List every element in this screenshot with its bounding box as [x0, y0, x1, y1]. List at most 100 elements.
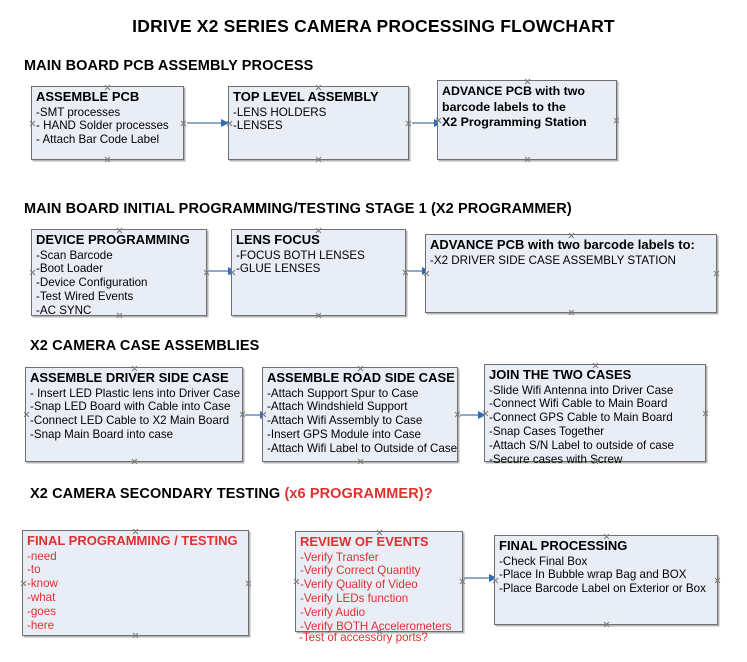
- node-line: X2 Programming Station: [442, 115, 587, 130]
- connector-handle-bottom[interactable]: [315, 156, 322, 163]
- node-line: -SMT processes: [36, 105, 121, 119]
- node-line: -Attach Wifi Assembly to Case: [267, 414, 423, 428]
- node-line: -Verify LEDs function: [300, 592, 409, 606]
- section-heading-x2-camera-case-assemblies: X2 CAMERA CASE ASSEMBLIES: [30, 338, 259, 354]
- section-heading-main-board-initial-programming: MAIN BOARD INITIAL PROGRAMMING/TESTING S…: [24, 201, 572, 217]
- connector-handle-bottom[interactable]: [568, 309, 575, 316]
- node-line: -Attach Support Spur to Case: [267, 386, 419, 400]
- connector-shaft: [460, 414, 480, 416]
- node-body: JOIN THE TWO CASES -Slide Wifi Antenna i…: [485, 365, 705, 469]
- node-body: FINAL PROCESSING -Check Final Box -Place…: [495, 536, 717, 598]
- node-line: -Device Configuration: [36, 276, 148, 290]
- node-body: TOP LEVEL ASSEMBLY -LENS HOLDERS -LENSES: [229, 87, 408, 135]
- node-line: -Connect Wifi Cable to Main Board: [489, 397, 668, 411]
- node-title: ASSEMBLE PCB: [36, 89, 140, 104]
- node-line: -Place In Bubble wrap Bag and BOX: [499, 568, 687, 582]
- node-line: -Insert GPS Module into Case: [267, 428, 422, 442]
- node-line: - HAND Solder processes: [36, 119, 169, 133]
- node-title: DEVICE PROGRAMMING: [36, 232, 190, 247]
- connector-shaft: [187, 122, 223, 124]
- node-body: ASSEMBLE DRIVER SIDE CASE - Insert LED P…: [26, 368, 242, 444]
- section-heading-text: X2 CAMERA SECONDARY TESTING: [30, 486, 285, 502]
- connector-shaft: [408, 270, 424, 272]
- section-heading-text: X2 CAMERA CASE ASSEMBLIES: [30, 338, 260, 354]
- connector-assemble-pcb-to-top-level-assembly: [187, 118, 231, 128]
- node-line: -Boot Loader: [36, 262, 104, 276]
- connector-handle-right[interactable]: [713, 270, 720, 277]
- node-line: -FOCUS BOTH LENSES: [236, 248, 365, 262]
- node-advance-pcb-driver-side-case[interactable]: ADVANCE PCB with two barcode labels to: …: [425, 234, 717, 313]
- node-line: barcode labels to the: [442, 99, 566, 114]
- node-title: ASSEMBLE DRIVER SIDE CASE: [30, 370, 229, 385]
- connector-shaft: [464, 577, 491, 579]
- node-line: -Verify Transfer: [300, 550, 379, 564]
- node-line: -what: [27, 591, 56, 605]
- node-body: DEVICE PROGRAMMING -Scan Barcode -Boot L…: [32, 230, 206, 320]
- section-heading-text: MAIN BOARD INITIAL PROGRAMMING/TESTING S…: [24, 201, 572, 217]
- node-final-processing[interactable]: FINAL PROCESSING -Check Final Box -Place…: [494, 535, 718, 625]
- node-body: ASSEMBLE ROAD SIDE CASE -Attach Support …: [263, 368, 457, 458]
- node-title: ASSEMBLE ROAD SIDE CASE: [267, 370, 455, 385]
- node-body: FINAL PROGRAMMING / TESTING -need -to -k…: [23, 531, 248, 635]
- node-line: -Attach Windshield Support: [267, 400, 408, 414]
- node-review-of-events[interactable]: REVIEW OF EVENTS -Verify Transfer -Verif…: [295, 531, 463, 634]
- node-line: -here: [27, 619, 55, 633]
- node-line: -LENSES: [233, 119, 283, 133]
- connector-handle-bottom[interactable]: [131, 458, 138, 465]
- node-line: -Snap LED Board with Cable into Case: [30, 400, 231, 414]
- connector-handle-bottom[interactable]: [104, 156, 111, 163]
- node-body: ADVANCE PCB with two barcode labels to: …: [426, 235, 716, 269]
- connector-shaft: [412, 122, 436, 124]
- node-line: -X2 DRIVER SIDE CASE ASSEMBLY STATION: [430, 253, 676, 267]
- node-line: -Snap Cases Together: [489, 425, 605, 439]
- node-line: -Attach S/N Label to outside of case: [489, 439, 674, 453]
- node-advance-pcb-programming-station[interactable]: ADVANCE PCB with two barcode labels to t…: [437, 80, 617, 160]
- node-assemble-road-side-case[interactable]: ASSEMBLE ROAD SIDE CASE -Attach Support …: [262, 367, 458, 462]
- node-line: -Place Barcode Label on Exterior or Box: [499, 582, 706, 596]
- node-title: FINAL PROGRAMMING / TESTING: [27, 533, 238, 548]
- node-line: -Verify BOTH Accelerometers: [300, 620, 452, 634]
- node-final-programming-testing[interactable]: FINAL PROGRAMMING / TESTING -need -to -k…: [22, 530, 249, 636]
- node-line: -need: [27, 549, 57, 563]
- node-title: JOIN THE TWO CASES: [489, 367, 632, 382]
- node-line: -Connect LED Cable to X2 Main Board: [30, 414, 230, 428]
- node-join-the-two-cases[interactable]: JOIN THE TWO CASES -Slide Wifi Antenna i…: [484, 364, 706, 466]
- node-line: -goes: [27, 605, 57, 619]
- node-body: LENS FOCUS -FOCUS BOTH LENSES -GLUE LENS…: [232, 230, 405, 278]
- node-body: ADVANCE PCB with two barcode labels to t…: [438, 81, 616, 133]
- connector-handle-bottom[interactable]: [603, 621, 610, 628]
- section-heading-accent: (x6 PROGRAMMER)?: [284, 486, 433, 502]
- node-line: -to: [27, 563, 41, 577]
- node-title: TOP LEVEL ASSEMBLY: [233, 89, 379, 104]
- node-title: ADVANCE PCB with two barcode labels to:: [430, 237, 695, 252]
- node-line: -Check Final Box: [499, 554, 588, 568]
- node-assemble-driver-side-case[interactable]: ASSEMBLE DRIVER SIDE CASE - Insert LED P…: [25, 367, 243, 462]
- node-line: -LENS HOLDERS: [233, 105, 327, 119]
- node-line: -Attach Wifi Label to Outside of Case: [267, 442, 458, 456]
- connector-shaft: [208, 270, 230, 272]
- node-line: -know: [27, 577, 58, 591]
- node-line: -Connect GPS Cable to Main Board: [489, 411, 673, 425]
- connector-handle-bottom[interactable]: [524, 156, 531, 163]
- node-assemble-pcb[interactable]: ASSEMBLE PCB -SMT processes - HAND Solde…: [31, 86, 184, 160]
- connector-handle-bottom[interactable]: [357, 458, 364, 465]
- connector-handle-bottom[interactable]: [315, 312, 322, 319]
- connector-handle-left[interactable]: [423, 270, 430, 277]
- node-body: ASSEMBLE PCB -SMT processes - HAND Solde…: [32, 87, 183, 149]
- node-line: -Verify Quality of Video: [300, 578, 418, 592]
- node-line: -Test Wired Events: [36, 290, 134, 304]
- node-line-overflow-test-accessory-ports: -Test of accessory ports?: [299, 631, 428, 644]
- node-line: -Secure cases with Screw: [489, 453, 623, 467]
- node-line: -Scan Barcode: [36, 248, 113, 262]
- section-heading-main-board-pcb-assembly: MAIN BOARD PCB ASSEMBLY PROCESS: [24, 58, 313, 74]
- node-device-programming[interactable]: DEVICE PROGRAMMING -Scan Barcode -Boot L…: [31, 229, 207, 317]
- node-line: -Slide Wifi Antenna into Driver Case: [489, 383, 674, 397]
- node-top-level-assembly[interactable]: TOP LEVEL ASSEMBLY -LENS HOLDERS -LENSES: [228, 86, 409, 160]
- connector-shaft: [245, 414, 262, 416]
- node-line: -Snap Main Board into case: [30, 428, 174, 442]
- node-lens-focus[interactable]: LENS FOCUS -FOCUS BOTH LENSES -GLUE LENS…: [231, 229, 406, 316]
- node-line: -AC SYNC: [36, 304, 92, 318]
- node-line: -GLUE LENSES: [236, 262, 321, 276]
- section-heading-text: MAIN BOARD PCB ASSEMBLY PROCESS: [24, 58, 314, 74]
- node-line: -Verify Audio: [300, 606, 366, 620]
